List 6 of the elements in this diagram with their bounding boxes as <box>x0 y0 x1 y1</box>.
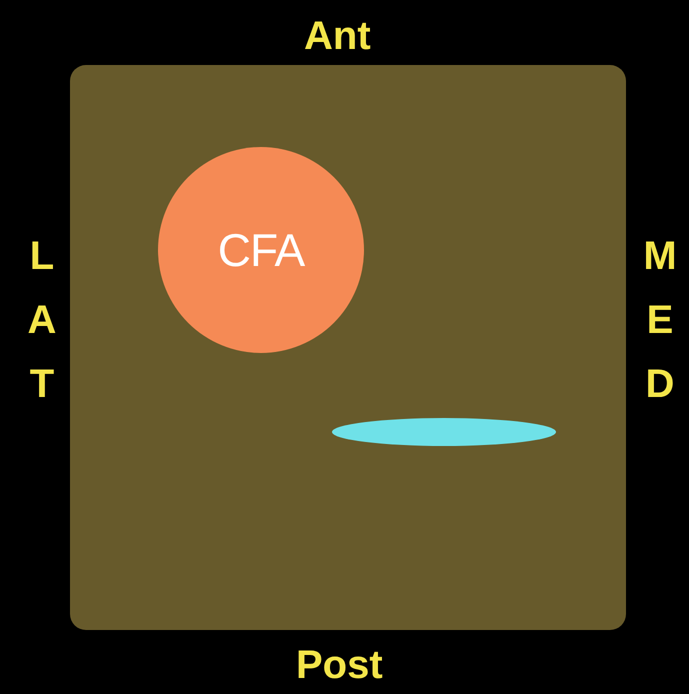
direction-label: Ant <box>304 16 371 56</box>
direction-label: Post <box>296 645 383 685</box>
square-region <box>70 65 626 630</box>
direction-label: LAT <box>26 233 58 408</box>
circle-label: CFA <box>218 223 304 277</box>
direction-label: MED <box>642 233 678 408</box>
